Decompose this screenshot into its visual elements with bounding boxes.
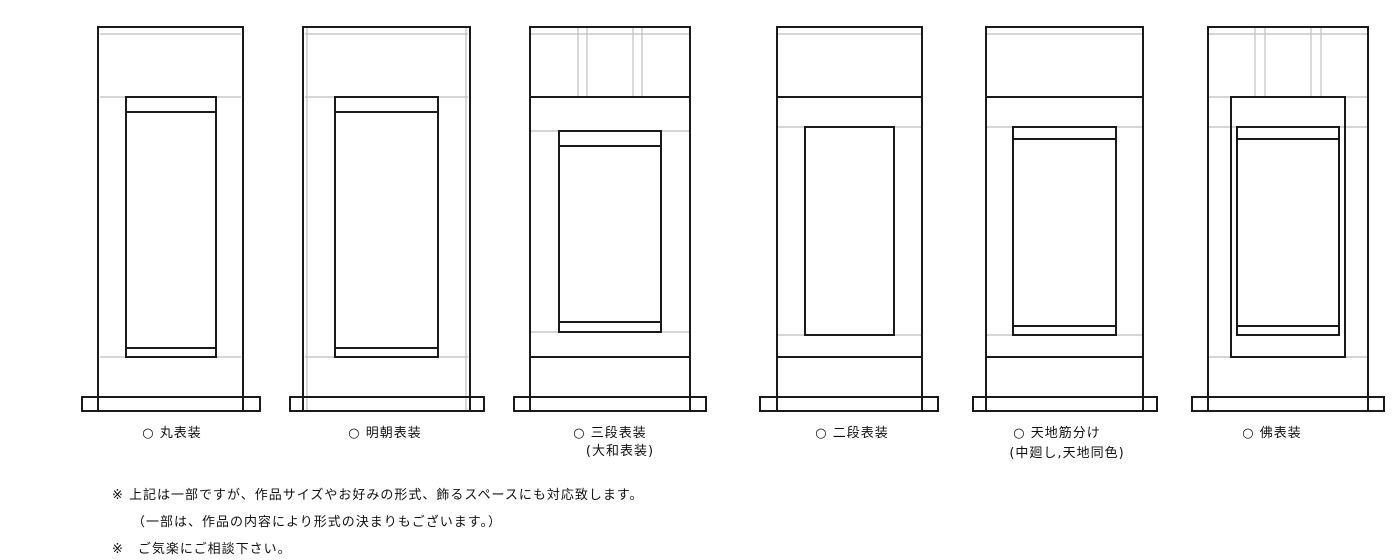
roller-rod [759, 396, 939, 412]
label-tenchi-sujiwake: ○ 天地筋分け [1013, 426, 1101, 441]
artwork-panel [125, 96, 217, 358]
label-butsu-hyoso: ○ 佛表装 [1242, 426, 1302, 441]
roller-rod [1191, 396, 1385, 412]
label-nidan-hyoso: ○ 二段表装 [815, 426, 889, 441]
diagram-mincho-hyoso [289, 26, 485, 412]
scroll-body [302, 26, 471, 412]
diagram-nidan-hyoso [759, 26, 939, 412]
note-line-3: ※ ご気楽にご相談下さい。 [112, 542, 292, 557]
label-tenchi-sujiwake-sub: (中廻し,天地同色) [1009, 446, 1125, 461]
diagram-tenchi-sujiwake [972, 26, 1158, 412]
scroll-body [97, 26, 244, 412]
scroll-body [985, 26, 1144, 412]
diagram-butsu-hyoso [1191, 26, 1385, 412]
artwork-panel [1012, 126, 1117, 336]
label-mincho-hyoso: ○ 明朝表装 [348, 426, 422, 441]
artwork-panel [1236, 126, 1340, 336]
middle-frame [1230, 96, 1346, 358]
note-line-2: （一部は、作品の内容により形式の決まりもございます。） [132, 515, 502, 530]
diagram-maru-hyoso [81, 26, 261, 412]
artwork-panel [334, 96, 439, 358]
roller-rod [289, 396, 485, 412]
note-line-1: ※ 上記は一部ですが、作品サイズやお好みの形式、飾るスペースにも対応致します。 [112, 488, 644, 503]
label-sandan-hyoso-sub: (大和表装) [585, 444, 655, 459]
roller-rod [81, 396, 261, 412]
artwork-panel [804, 126, 895, 336]
scroll-body [529, 26, 691, 412]
label-sandan-hyoso: ○ 三段表装 [573, 426, 647, 441]
scroll-body [776, 26, 923, 412]
diagram-sandan-hyoso [513, 26, 707, 412]
roller-rod [972, 396, 1158, 412]
roller-rod [513, 396, 707, 412]
label-maru-hyoso: ○ 丸表装 [142, 426, 202, 441]
artwork-panel [558, 130, 662, 333]
